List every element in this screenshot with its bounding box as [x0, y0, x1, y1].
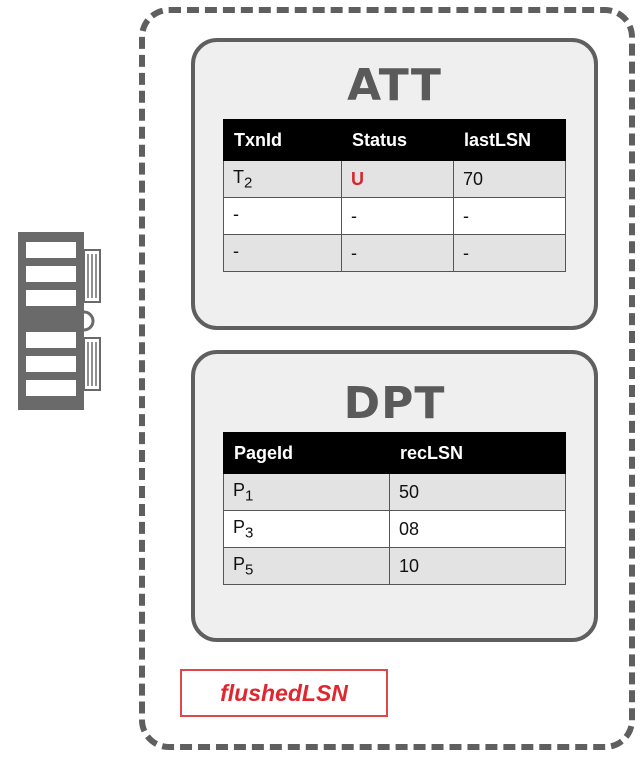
table-row: P1 50 [223, 473, 566, 511]
dpt-col-pageid: PageId [223, 432, 390, 474]
att-status-cell: - [341, 197, 454, 235]
dpt-panel: DPT PageId recLSN P1 50 P3 08 P5 10 [191, 350, 598, 642]
att-lastlsn-cell: - [453, 234, 566, 272]
att-txn-cell: - [223, 234, 342, 272]
flushed-lsn-label: flushedLSN [180, 669, 388, 717]
memory-chip-icon [18, 232, 101, 410]
att-title: ATT [347, 60, 442, 111]
table-row: T2 U 70 [223, 160, 566, 198]
att-panel: ATT TxnId Status lastLSN T2 U 70 - - - - [191, 38, 598, 330]
att-col-lastlsn: lastLSN [453, 119, 566, 161]
dpt-page-cell: P1 [223, 473, 390, 511]
dpt-reclsn-cell: 50 [389, 473, 566, 511]
att-txn-cell: T2 [223, 160, 342, 198]
dpt-page-cell: P5 [223, 547, 390, 585]
att-col-txnid: TxnId [223, 119, 342, 161]
att-txn-cell: - [223, 197, 342, 235]
dpt-table: PageId recLSN P1 50 P3 08 P5 10 [223, 432, 566, 585]
table-row: - - - [223, 197, 566, 235]
att-lastlsn-cell: - [453, 197, 566, 235]
table-row: P3 08 [223, 510, 566, 548]
att-table: TxnId Status lastLSN T2 U 70 - - - - - - [223, 119, 566, 272]
dpt-reclsn-cell: 08 [389, 510, 566, 548]
att-lastlsn-cell: 70 [453, 160, 566, 198]
att-status-cell: U [341, 160, 454, 198]
memory-boundary [139, 7, 635, 750]
att-status-cell: - [341, 234, 454, 272]
dpt-col-reclsn: recLSN [389, 432, 566, 474]
dpt-reclsn-cell: 10 [389, 547, 566, 585]
dpt-page-cell: P3 [223, 510, 390, 548]
dpt-title: DPT [343, 378, 446, 429]
att-col-status: Status [341, 119, 454, 161]
table-row: - - - [223, 234, 566, 272]
table-row: P5 10 [223, 547, 566, 585]
